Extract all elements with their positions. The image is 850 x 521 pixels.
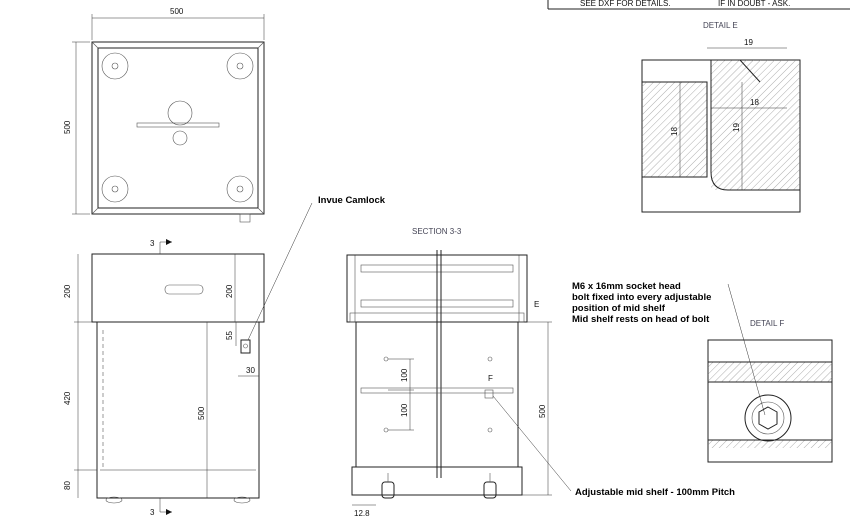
bolt-note-line: position of mid shelf: [572, 303, 666, 314]
note-ask: IF IN DOUBT - ASK.: [718, 0, 790, 8]
caster-icon: [101, 52, 129, 80]
section-3-3: SECTION 3-3 100 100 E F 500 12.8 Adjusta…: [346, 227, 735, 518]
top-depth-dim: 500: [63, 120, 72, 134]
dim-200-left: 200: [63, 284, 72, 298]
dim-420-left: 420: [63, 391, 72, 405]
dim-100-upper: 100: [400, 368, 409, 382]
bolt-note-line: bolt fixed into every adjustable: [572, 292, 711, 303]
caster-icon: [483, 473, 497, 499]
bolt-note-line: Mid shelf rests on head of bolt: [572, 314, 710, 325]
shelf-label: Adjustable mid shelf - 100mm Pitch: [575, 487, 735, 498]
dim-100-lower: 100: [400, 403, 409, 417]
camlock-label: Invue Camlock: [318, 195, 386, 206]
dim-12-8: 12.8: [354, 509, 370, 518]
detail-f-title: DETAIL F: [750, 319, 784, 328]
front-view: 3 3 200 420 80 500 200 55 30 Invue Camlo…: [63, 195, 386, 517]
detail-f-marker: F: [488, 374, 493, 383]
title-block: SEE DXF FOR DETAILS. IF IN DOUBT - ASK.: [547, 0, 850, 10]
detail-e: DETAIL E 19 18 18 19: [641, 21, 801, 213]
section-marker-top: 3: [150, 239, 155, 248]
bolt-note-line: M6 x 16mm socket head: [572, 281, 681, 292]
detail-e-title: DETAIL E: [703, 21, 738, 30]
dim-500-section: 500: [538, 404, 547, 418]
section-title: SECTION 3-3: [412, 227, 462, 236]
top-view: 500 500: [63, 7, 265, 223]
top-width-dim: 500: [170, 7, 184, 16]
dim-200-top: 200: [225, 284, 234, 298]
caster-icon: [381, 473, 395, 499]
camlock-icon: [240, 339, 251, 354]
dim-500-inner: 500: [197, 406, 206, 420]
detail-e-dim-19-top: 19: [744, 38, 753, 47]
dim-30: 30: [246, 366, 255, 375]
detail-e-dim-18-v: 18: [670, 127, 679, 136]
detail-f: DETAIL F: [707, 319, 833, 463]
bolt-note: M6 x 16mm socket head bolt fixed into ev…: [572, 281, 766, 416]
caster-icon: [101, 175, 129, 203]
note-dxf: SEE DXF FOR DETAILS.: [580, 0, 671, 8]
dim-80-left: 80: [63, 481, 72, 490]
detail-e-dim-18: 18: [750, 98, 759, 107]
section-marker-bottom: 3: [150, 508, 155, 517]
dim-55: 55: [225, 331, 234, 340]
detail-e-dim-19-v: 19: [732, 123, 741, 132]
caster-icon: [226, 52, 254, 80]
caster-icon: [226, 175, 254, 203]
detail-e-marker: E: [534, 300, 539, 309]
socket-bolt-icon: [744, 394, 792, 442]
